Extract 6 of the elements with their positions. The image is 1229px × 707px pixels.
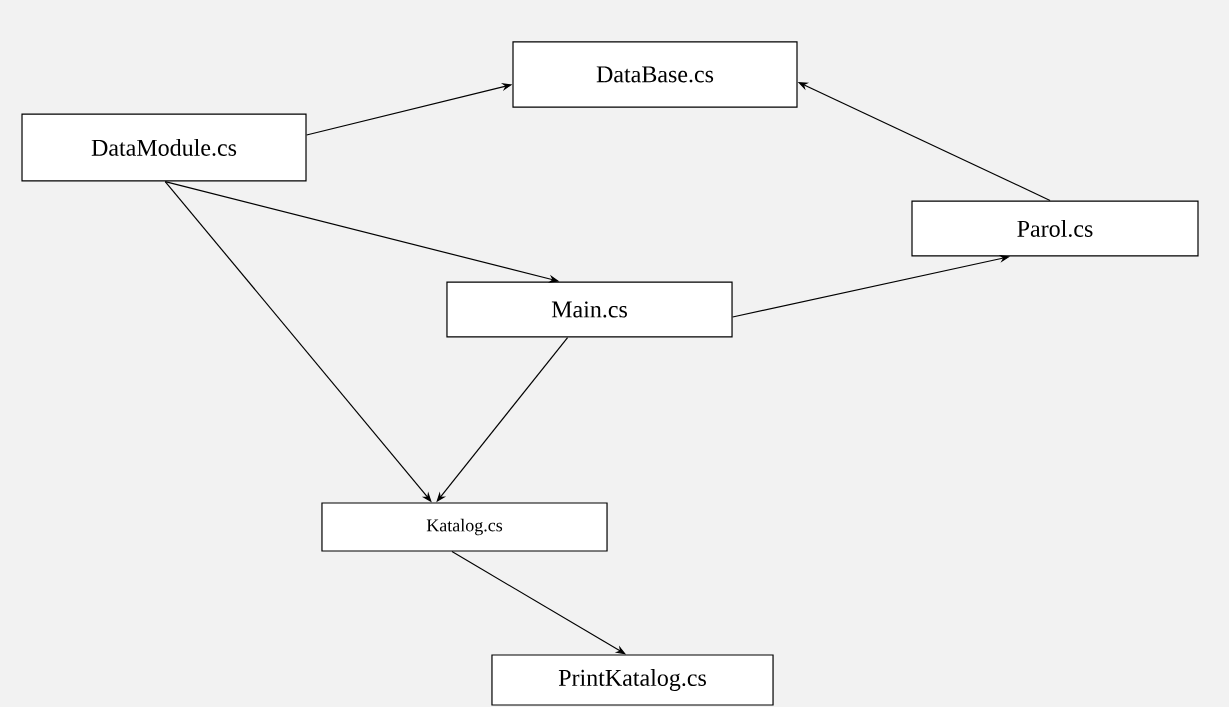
file-box: Katalog.cs [321, 502, 608, 552]
file-box: Parol.cs [911, 200, 1199, 257]
file-box: DataBase.cs [512, 41, 798, 108]
file-box: DataModule.cs [21, 113, 307, 182]
file-box: Main.cs [446, 281, 733, 338]
file-box: PrintKatalog.cs [491, 654, 774, 706]
